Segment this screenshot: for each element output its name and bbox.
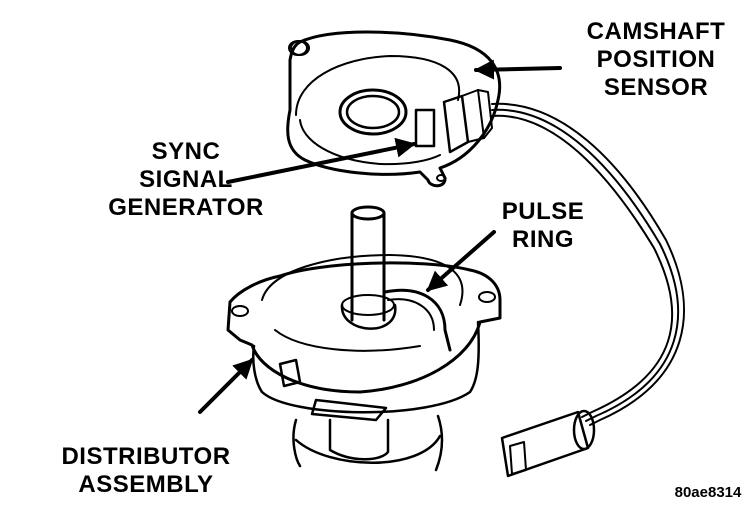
arrow-pulse-ring — [426, 230, 496, 292]
sensor-wire — [491, 102, 685, 426]
distributor-base — [292, 398, 444, 472]
arrow-sync-generator — [226, 137, 416, 184]
sensor-body — [414, 89, 493, 154]
label-line: RING — [512, 226, 574, 253]
label-line: DISTRIBUTOR — [61, 443, 231, 470]
sensor-connector — [500, 409, 596, 478]
distributor-housing — [226, 205, 502, 414]
label-pulse-ring: PULSE RING — [488, 198, 598, 254]
label-line: PULSE — [501, 198, 585, 225]
label-camshaft-position-sensor: CAMSHAFT POSITION SENSOR — [566, 18, 746, 102]
arrow-camshaft-sensor — [474, 59, 562, 80]
label-distributor-assembly: DISTRIBUTOR ASSEMBLY — [40, 443, 252, 499]
label-line: SIGNAL — [139, 166, 233, 193]
arrow-distributor-assembly — [198, 358, 254, 414]
figure-code: 80ae8314 — [674, 484, 742, 501]
label-line: ASSEMBLY — [78, 471, 214, 498]
sensor-plate — [286, 30, 502, 188]
label-line: SENSOR — [603, 74, 709, 101]
label-sync-signal-generator: SYNC SIGNAL GENERATOR — [88, 138, 284, 222]
label-line: GENERATOR — [108, 194, 264, 221]
label-line: SYNC — [151, 138, 221, 165]
label-line: CAMSHAFT — [586, 18, 726, 45]
label-line: POSITION — [596, 46, 716, 73]
